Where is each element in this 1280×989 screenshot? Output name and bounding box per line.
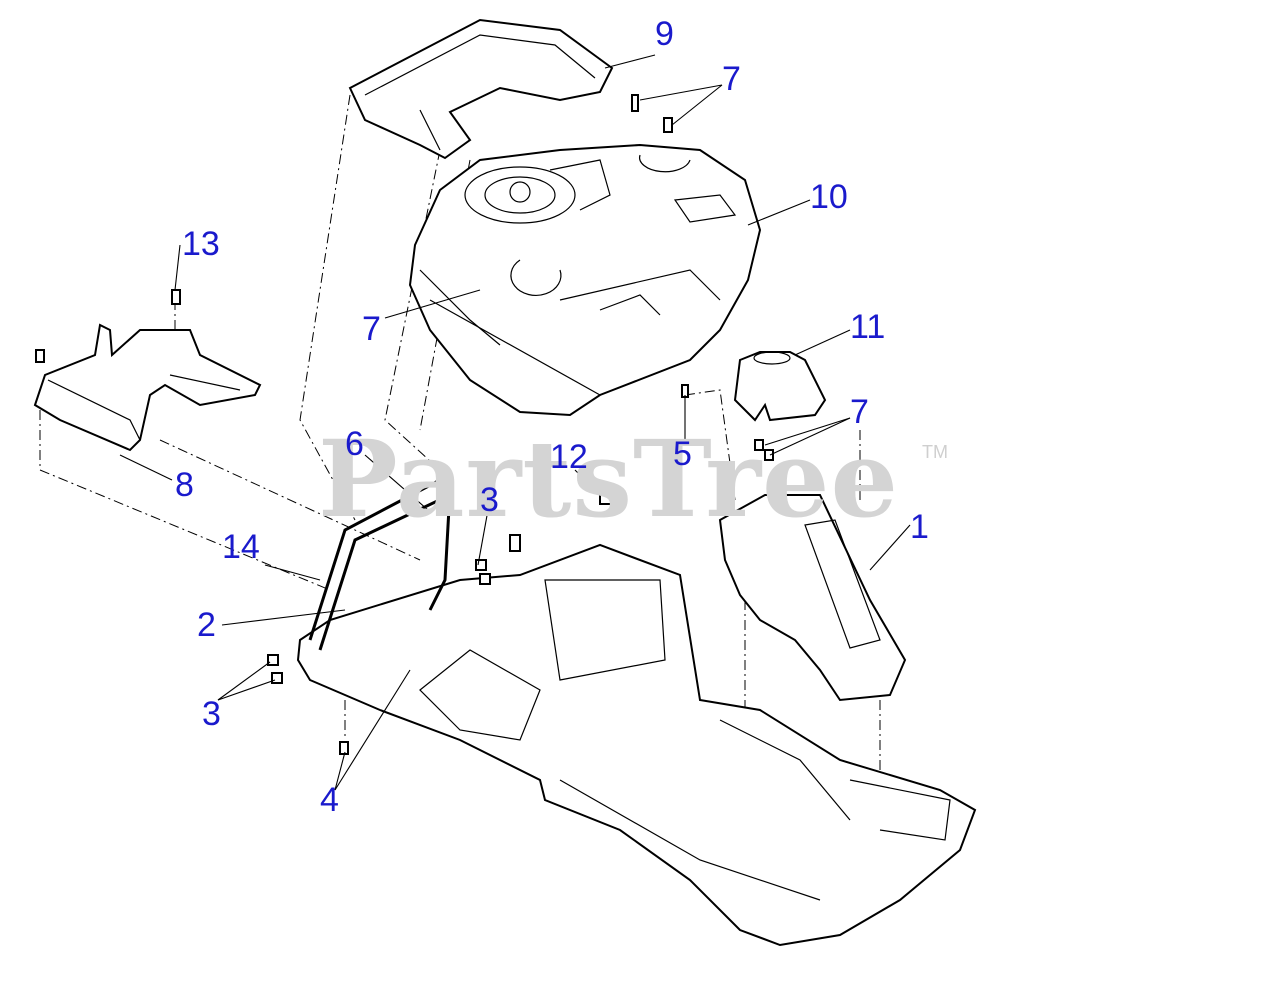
callout-7-right: 7 [850, 393, 869, 431]
assembly-lines [39, 94, 881, 780]
hardware-fasteners [35, 94, 774, 755]
callout-3-top: 3 [480, 481, 499, 519]
part-6-bar [308, 478, 452, 651]
part-1-column-cover [718, 494, 907, 702]
watermark-trademark: TM [922, 442, 948, 462]
callout-13: 13 [182, 225, 220, 263]
callout-14: 14 [222, 528, 260, 566]
part-11-dash-cap [733, 351, 827, 422]
callout-3-bottom: 3 [202, 695, 221, 733]
part-10-hood [408, 143, 762, 417]
callout-7-top: 7 [722, 60, 741, 98]
watermark: PartsTree [318, 416, 899, 541]
callout-5: 5 [673, 435, 692, 473]
callout-9: 9 [655, 15, 674, 53]
part-8-side-panel [33, 323, 262, 452]
callout-6: 6 [345, 425, 364, 463]
part-9-top-cover [348, 18, 614, 160]
frame-chassis [296, 543, 977, 947]
callout-7-left: 7 [362, 310, 381, 348]
callout-12: 12 [550, 438, 588, 476]
callout-2: 2 [197, 606, 216, 644]
callout-11: 11 [850, 308, 886, 346]
callout-4: 4 [320, 781, 339, 819]
callout-10: 10 [810, 178, 848, 216]
callout-8: 8 [175, 466, 194, 504]
callout-leaders [119, 54, 911, 791]
callout-1: 1 [910, 508, 929, 546]
